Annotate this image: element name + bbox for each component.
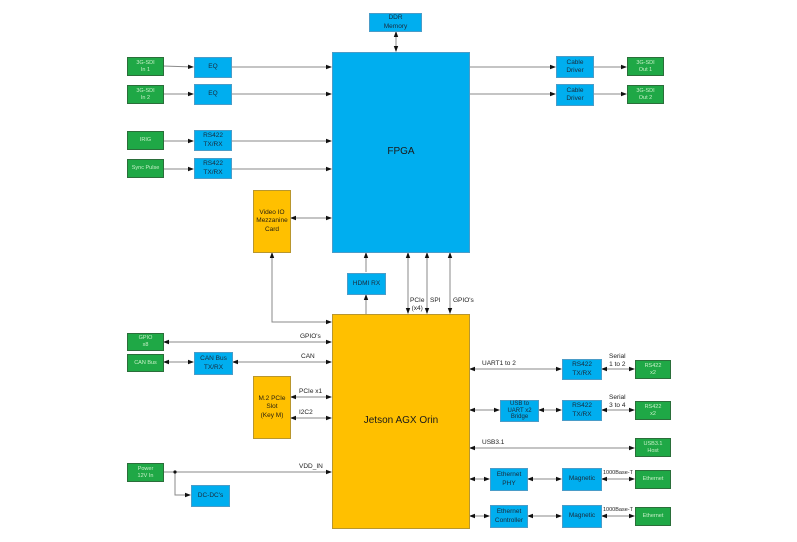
sdi-in1-connector: 3G-SDI In 1 (127, 57, 164, 76)
ethernet-phy-block: Ethernet PHY (490, 468, 528, 491)
sync-pulse-connector: Sync Pulse (127, 159, 164, 178)
jetson-agx-orin-block: Jetson AGX Orin (332, 314, 470, 529)
eq1-block: EQ (194, 57, 232, 78)
1000base-t-label-1: 1000Base-T (603, 470, 633, 476)
ethernet2-connector: Ethernet (635, 507, 671, 526)
hdmi-rx-block: HDMI RX (347, 273, 386, 295)
vdd-in-label: VDD_IN (299, 463, 323, 470)
ddr-memory-block: DDR Memory (369, 13, 422, 32)
power-dcdc-link (174, 472, 191, 498)
fpga-block: FPGA (332, 52, 470, 253)
cable-driver1-block: Cable Driver (556, 56, 594, 78)
rs422-a-block: RS422 TX/RX (562, 359, 602, 380)
cable-driver2-block: Cable Driver (556, 84, 594, 106)
rs422-sync-block: RS422 TX/RX (194, 158, 232, 179)
serial34-label: Serial 3 to 4 (609, 394, 626, 409)
ethernet1-connector: Ethernet (635, 470, 671, 489)
sdi-out2-connector: 3G-SDI Out 2 (627, 85, 664, 104)
usb31-label: USB3.1 (482, 439, 505, 446)
sdi-in2-connector: 3G-SDI In 2 (127, 85, 164, 104)
serial12-label: Serial 1 to 2 (609, 353, 626, 368)
gpio-x8-connector: GPIO x8 (127, 333, 164, 351)
rs422-b-block: RS422 TX/RX (562, 400, 602, 421)
can-bus-connector: CAN Bus (127, 354, 164, 372)
rs422-irig-block: RS422 TX/RX (194, 130, 232, 151)
irig-connector: IRIG (127, 131, 164, 150)
spi-label: SPI (430, 297, 441, 304)
power-junction-dot (173, 470, 177, 474)
can-bus-txrx-block: CAN Bus TX/RX (194, 352, 233, 375)
gpios-top-label: GPIO's (453, 297, 474, 304)
pcie-x4-label: PCIe (x4) (410, 297, 425, 312)
rs422-x2-b-connector: RS422 x2 (635, 401, 671, 420)
pcie-x1-label: PCIe x1 (299, 388, 323, 395)
magnetic1-block: Magnetic (562, 468, 602, 491)
videoio-jetson-link (269, 252, 332, 325)
sdi-in1-eq-link (162, 64, 194, 70)
magnetic2-block: Magnetic (562, 505, 602, 528)
power-12v-connector: Power 12V In (127, 463, 164, 482)
i2c2-label: I2C2 (299, 409, 313, 416)
sdi-out1-connector: 3G-SDI Out 1 (627, 57, 664, 76)
usb-uart-bridge-block: USB to UART x2 Bridge (500, 400, 539, 422)
eq2-block: EQ (194, 84, 232, 105)
usb31-host-connector: USB3.1 Host (635, 438, 671, 457)
video-io-mezzanine-block: Video IO Mezzanine Card (253, 190, 291, 253)
1000base-t-label-2: 1000Base-T (603, 507, 633, 513)
m2-pcie-slot-block: M.2 PCIe Slot (Key M) (253, 376, 291, 439)
uart-label: UART1 to 2 (482, 360, 516, 367)
dc-dc-block: DC-DC's (191, 485, 230, 507)
can-label: CAN (301, 353, 315, 360)
gpios-left-label: GPIO's (300, 333, 321, 340)
rs422-x2-a-connector: RS422 x2 (635, 360, 671, 379)
ethernet-controller-block: Ethernet Controller (490, 505, 528, 528)
